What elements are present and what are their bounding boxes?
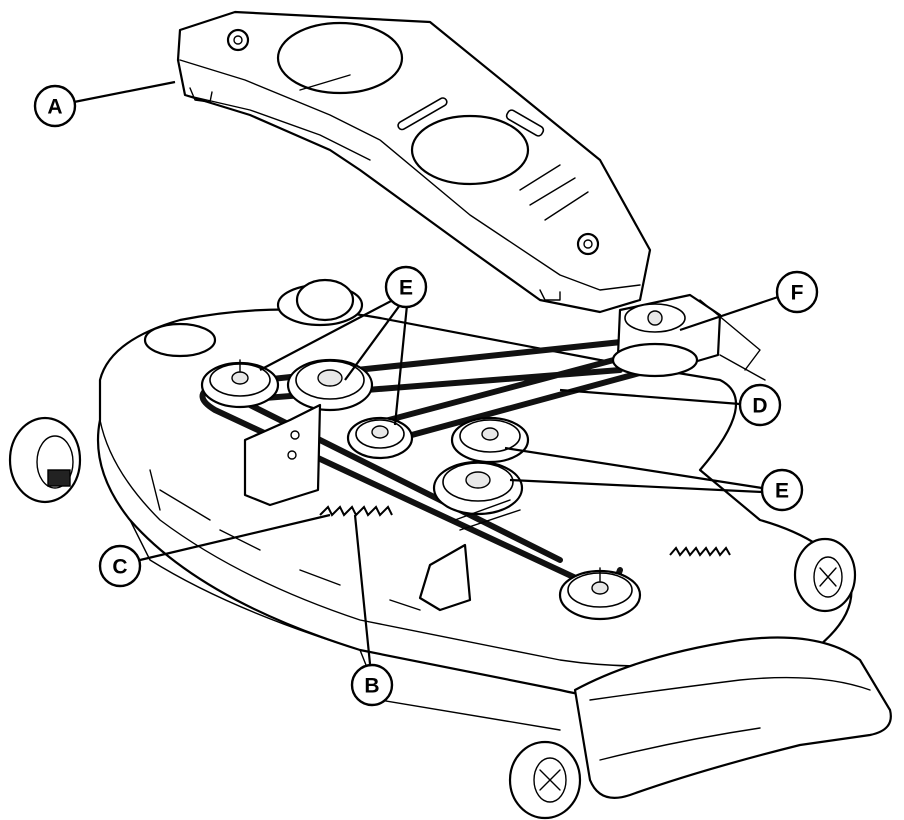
idler-arm-bracket [243,403,521,612]
idler-pulley-center [346,416,414,460]
callout-f-label: F [791,282,804,305]
deck-wheel-front-left [508,740,582,820]
callout-c-label: C [112,556,127,579]
spindle-pulley-center [432,460,524,516]
callout-b-label: B [364,675,379,698]
callout-d-label: D [752,395,767,418]
callout-a-label: A [47,96,62,119]
belt-shield-cover [176,10,652,314]
idler-pulley-left [200,359,280,409]
idler-pulley-right [450,416,530,464]
callout-c: C [98,544,142,588]
spindle-pulley-right [558,567,642,621]
callout-e-top: E [384,265,428,309]
callout-b: B [350,663,394,707]
deck-wheel-right [793,537,857,613]
spindle-pulley-left [286,358,374,412]
callout-e-top-label: E [399,277,413,300]
callout-a: A [33,84,77,128]
tension-spring-right [669,546,731,557]
drive-pulley-gearbox [611,293,766,381]
callout-e-right: E [760,468,804,512]
callout-f: F [775,270,819,314]
deck-wheel-left [8,416,82,504]
callout-e-right-label: E [775,480,789,503]
callout-d: D [738,383,782,427]
deck-wheel-rear [295,278,355,322]
leader-lines [73,80,779,665]
